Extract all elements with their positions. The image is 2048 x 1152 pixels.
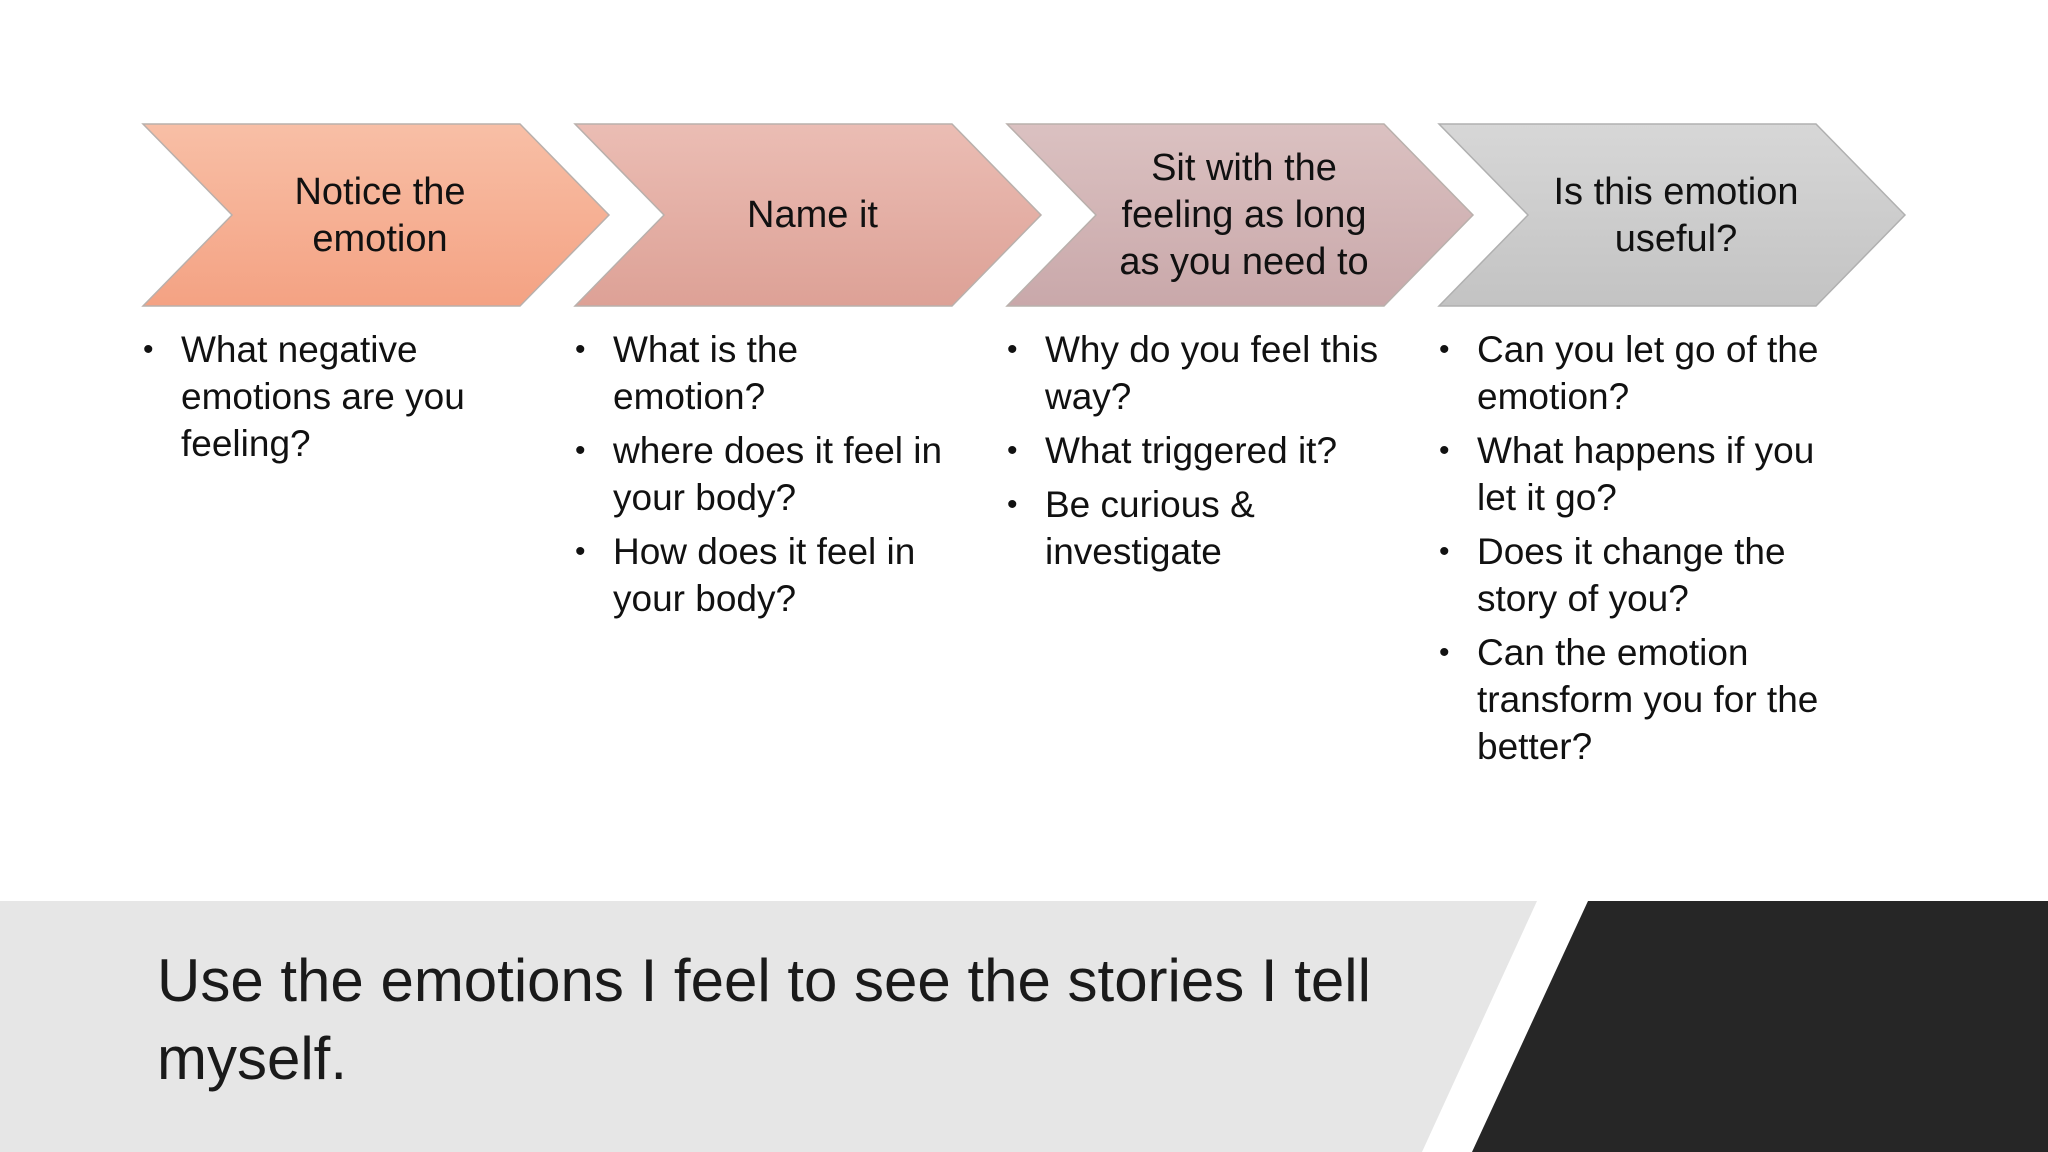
list-item: •Why do you feel this way? — [1007, 326, 1387, 420]
bullet-icon: • — [1007, 333, 1018, 366]
bullet-icon: • — [1439, 333, 1450, 366]
list-item: •Can you let go of the emotion? — [1439, 326, 1819, 420]
step-2-bullets: •What is the emotion? •where does it fee… — [575, 326, 955, 629]
bullet-icon: • — [1007, 434, 1018, 467]
list-item: •Can the emotion transform you for the b… — [1439, 629, 1819, 770]
list-item: •How does it feel in your body? — [575, 528, 955, 622]
bullet-icon: • — [1439, 535, 1450, 568]
bullet-icon: • — [143, 333, 154, 366]
bullet-icon: • — [1439, 636, 1450, 669]
step-1-title: Notice the emotion — [294, 170, 466, 260]
chevron-step-3 — [1005, 123, 1475, 307]
step-3-bullets: •Why do you feel this way? •What trigger… — [1007, 326, 1387, 582]
list-item: •What is the emotion? — [575, 326, 955, 420]
footer-light-panel — [0, 901, 1537, 1152]
bullet-icon: • — [575, 434, 586, 467]
bullet-icon: • — [1007, 488, 1018, 521]
step-4-bullets: •Can you let go of the emotion? •What ha… — [1439, 326, 1819, 777]
bullet-icon: • — [575, 333, 586, 366]
process-chevrons — [141, 123, 1907, 307]
step-4-title: Is this emotion useful? — [1553, 170, 1799, 260]
list-item: •where does it feel in your body? — [575, 427, 955, 521]
chevron-step-4 — [1437, 123, 1907, 307]
list-item: •What negative emotions are you feeling? — [143, 326, 523, 467]
list-item: •What happens if you let it go? — [1439, 427, 1819, 521]
list-item: •Does it change the story of you? — [1439, 528, 1819, 622]
slide-title: Use the emotions I feel to see the stori… — [157, 947, 1371, 1092]
step-1-bullets: •What negative emotions are you feeling? — [143, 326, 523, 474]
chevron-step-2 — [573, 123, 1043, 307]
footer-band — [0, 901, 2048, 1152]
list-item: •What triggered it? — [1007, 427, 1387, 474]
bullet-icon: • — [1439, 434, 1450, 467]
footer-dark-accent — [1472, 901, 2048, 1152]
list-item: •Be curious & investigate — [1007, 481, 1387, 575]
step-2-title: Name it — [747, 194, 878, 236]
chevron-step-1 — [141, 123, 611, 307]
bullet-icon: • — [575, 535, 586, 568]
step-3-title: Sit with the feeling as long as you need… — [1119, 147, 1369, 283]
